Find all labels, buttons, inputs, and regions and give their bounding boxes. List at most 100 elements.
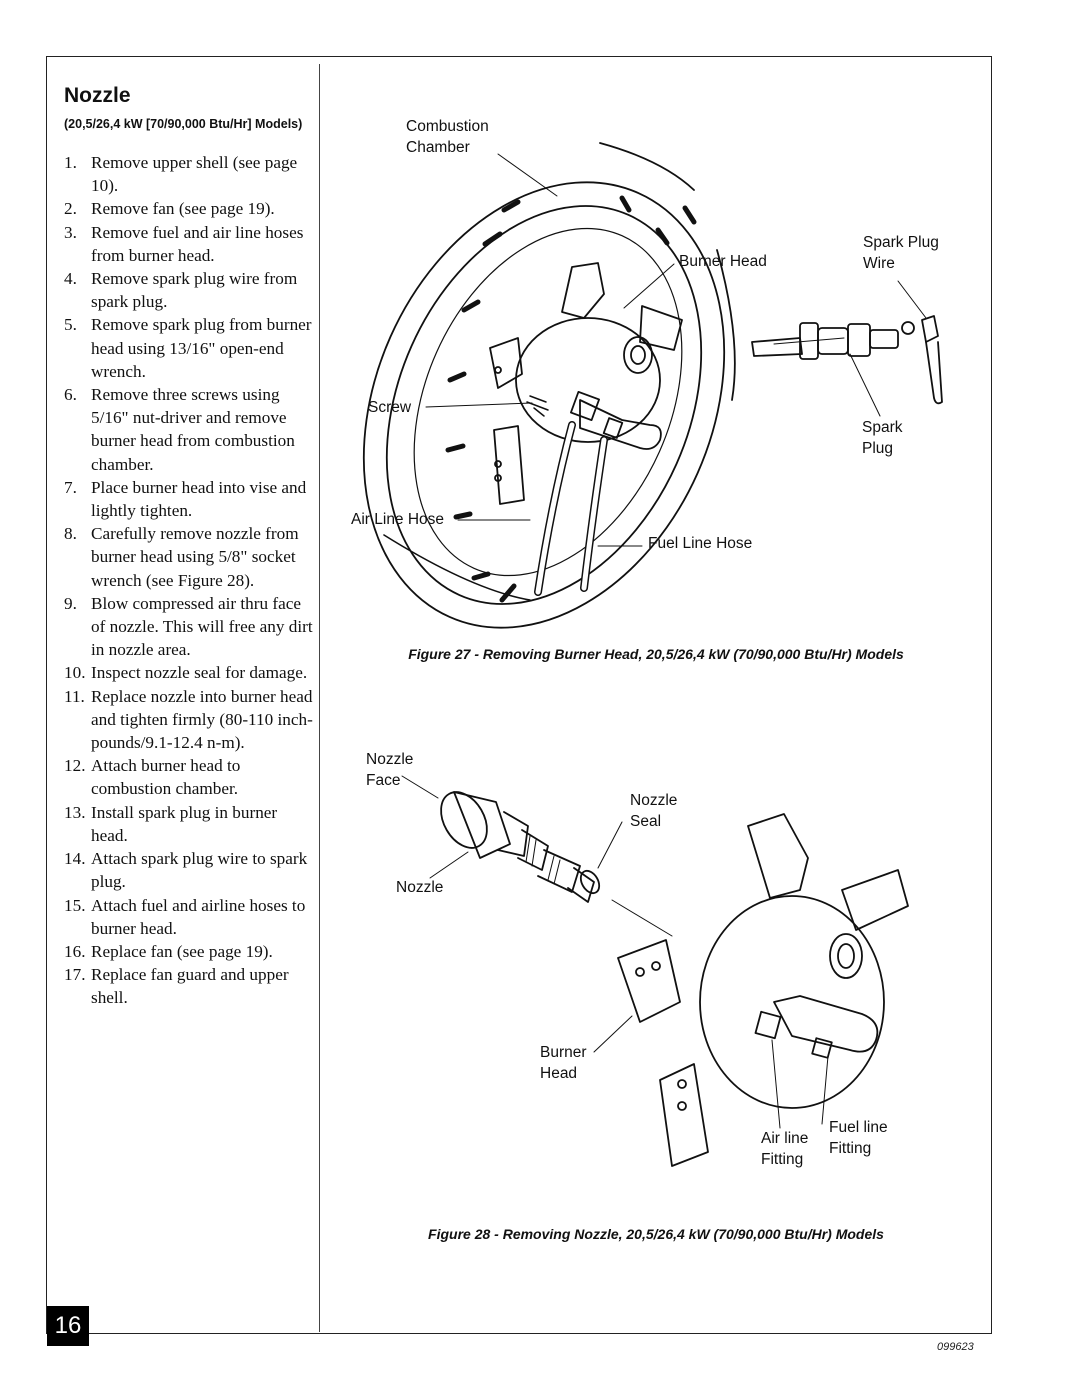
label-nozzle-seal-line2: Seal xyxy=(630,813,662,830)
step-number: 2. xyxy=(64,199,77,219)
step-item: 15.Attach fuel and airline hoses to burn… xyxy=(64,894,314,940)
nozzle-drawing xyxy=(440,791,601,903)
step-item: 14.Attach spark plug wire to spark plug. xyxy=(64,847,314,893)
step-text: Attach burner head to combustion chamber… xyxy=(91,756,241,799)
document-number: 099623 xyxy=(937,1341,974,1353)
step-item: 2. Remove fan (see page 19). xyxy=(64,197,314,220)
screw-drawing xyxy=(526,395,549,417)
fitting-block xyxy=(579,399,662,450)
step-item: 7. Place burner head into vise and lightl… xyxy=(64,476,314,522)
step-number: 15. xyxy=(64,895,86,915)
label-burner-head-line2: Head xyxy=(540,1065,578,1082)
step-number: 5. xyxy=(64,315,77,335)
step-item: 3. Remove fuel and air line hoses from bu… xyxy=(64,221,314,267)
step-item: 13.Install spark plug in burner head. xyxy=(64,801,314,847)
step-number: 9. xyxy=(64,593,77,613)
label-fuel-line-fitting-line2: Fitting xyxy=(829,1140,872,1157)
chamber-ring-slots xyxy=(445,195,697,603)
step-text: Remove upper shell (see page 10). xyxy=(91,153,298,196)
page-number: 16 xyxy=(47,1306,89,1346)
step-number: 13. xyxy=(64,802,86,822)
step-item: 5. Remove spark plug from burner head usi… xyxy=(64,313,314,383)
label-nozzle-seal-line1: Nozzle xyxy=(630,792,678,809)
spark-plug-port xyxy=(623,336,653,374)
burner-tab-top xyxy=(561,262,605,319)
page-frame xyxy=(46,56,992,1334)
label-chamber: Chamber xyxy=(406,139,470,156)
section-title: Nozzle xyxy=(64,84,131,107)
step-number: 4. xyxy=(64,269,77,289)
step-text: Replace nozzle into burner head and tigh… xyxy=(91,686,313,753)
step-text: Remove fuel and air line hoses from burn… xyxy=(91,222,304,265)
chamber-outer-rim xyxy=(362,181,726,629)
label-spark-plug-line2: Plug xyxy=(862,440,894,457)
label-fuel-line-fitting-line1: Fuel line xyxy=(829,1119,888,1136)
step-number: 1. xyxy=(64,153,77,172)
label-spark-plug-wire-line2: Wire xyxy=(863,255,895,272)
burner-tab-bottom xyxy=(493,425,525,505)
fuel-line-hose-inner xyxy=(581,437,607,591)
step-text: Remove spark plug wire from spark plug. xyxy=(91,269,298,312)
label-air-line-hose: Air Line Hose xyxy=(351,511,445,528)
step-item: 4. Remove spark plug wire from spark plug… xyxy=(64,267,314,313)
label-burner-head-line1: Burner xyxy=(540,1044,587,1061)
chamber-body-top xyxy=(599,142,695,191)
label-spark-plug-wire-line1: Spark Plug xyxy=(863,234,939,251)
figure-28-leader-lines xyxy=(401,775,829,1129)
burner-tab-left xyxy=(489,337,523,389)
chamber-body-side xyxy=(716,249,736,401)
step-text: Attach spark plug wire to spark plug. xyxy=(91,849,308,892)
step-item: 17.Replace fan guard and upper shell. xyxy=(64,963,314,1009)
step-text: Remove spark plug from burner head using… xyxy=(91,315,312,381)
label-nozzle: Nozzle xyxy=(396,879,444,896)
figure-27-leader-lines xyxy=(425,153,927,547)
chamber-face xyxy=(413,227,683,577)
step-text: Install spark plug in burner head. xyxy=(91,802,278,845)
step-item: 1. Remove upper shell (see page 10). xyxy=(64,151,314,197)
label-spark-plug-line1: Spark xyxy=(862,419,903,436)
label-air-line-fitting-line2: Fitting xyxy=(761,1151,804,1168)
step-number: 16. xyxy=(64,941,86,961)
step-text: Replace fan (see page 19). xyxy=(91,941,273,961)
burner-tab-right xyxy=(639,305,683,351)
burner-head-body xyxy=(515,317,661,443)
burner-head-drawing xyxy=(617,813,909,1167)
step-text: Place burner head into vise and lightly … xyxy=(91,477,307,521)
figure-28-illustration xyxy=(401,775,909,1167)
step-text: Attach fuel and airline hoses to burner … xyxy=(91,895,306,938)
step-item: 10.Inspect nozzle seal for damage. xyxy=(64,661,314,684)
step-number: 8. xyxy=(64,524,77,544)
figure-28-caption: Figure 28 - Removing Nozzle, 20,5/26,4 k… xyxy=(428,1226,884,1242)
step-item: 12.Attach burner head to combustion cham… xyxy=(64,754,314,800)
step-item: 9. Blow compressed air thru face of nozzl… xyxy=(64,592,314,662)
step-number: 17. xyxy=(64,965,86,985)
step-text: Remove fan (see page 19). xyxy=(91,199,275,219)
step-item: 8.Carefully remove nozzle from burner he… xyxy=(64,522,314,592)
step-text: Remove three screws using 5/16" nut-driv… xyxy=(91,385,295,474)
spark-plug-port-inner xyxy=(630,345,646,365)
label-combustion: Combustion xyxy=(406,118,489,135)
section-subtitle: (20,5/26,4 kW [70/90,000 Btu/Hr] Models) xyxy=(64,117,303,131)
label-screw: Screw xyxy=(368,399,412,416)
fuel-fitting xyxy=(602,417,624,439)
label-nozzle-face-line2: Face xyxy=(366,772,401,789)
air-fitting xyxy=(570,391,600,421)
chamber-inner-rim xyxy=(385,205,703,605)
step-number: 12. xyxy=(64,756,86,776)
step-number: 7. xyxy=(64,477,77,497)
step-number: 3. xyxy=(64,222,77,242)
spark-plug-drawing xyxy=(751,315,943,405)
label-fuel-line-hose: Fuel Line Hose xyxy=(648,535,753,552)
step-item: 6.Remove three screws using 5/16" nut-dr… xyxy=(64,383,314,476)
step-text: Replace fan guard and upper shell. xyxy=(91,965,289,1008)
label-burner-head: Burner Head xyxy=(679,253,767,270)
step-number: 10. xyxy=(64,663,86,683)
step-text: Blow compressed air thru face of nozzle.… xyxy=(91,593,313,660)
step-item: 16.Replace fan (see page 19). xyxy=(64,940,314,963)
step-number: 14. xyxy=(64,849,86,869)
procedure-steps: 1. Remove upper shell (see page 10). 2. Re… xyxy=(64,151,314,1010)
label-nozzle-face-line1: Nozzle xyxy=(366,751,414,768)
step-text: Inspect nozzle seal for damage. xyxy=(91,663,308,683)
figure-28-nozzle-removal: Nozzle Face Nozzle Seal Nozzle Burner He… xyxy=(322,740,990,1200)
label-air-line-fitting-line1: Air line xyxy=(761,1130,809,1147)
